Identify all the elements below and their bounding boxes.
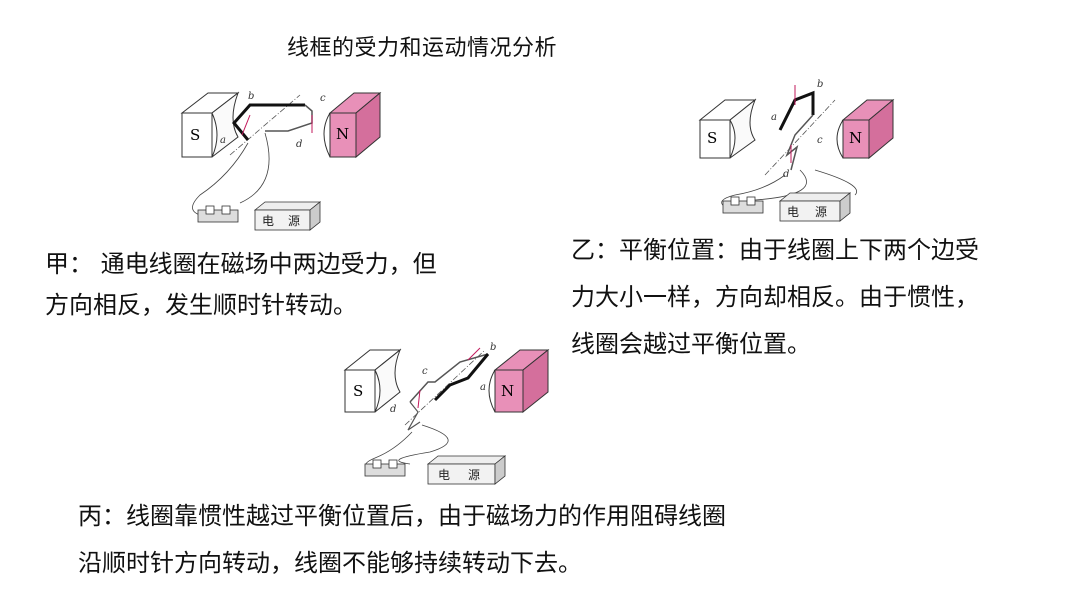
description-yi-line1: 乙：平衡位置：由于线圈上下两个边受 xyxy=(571,236,979,264)
coil xyxy=(232,103,313,141)
power-label-left: 电 xyxy=(438,468,450,482)
description-yi-line3: 线圈会越过平衡位置。 xyxy=(571,330,811,358)
power-label-left: 电 xyxy=(787,205,799,219)
diagram-bing: S N b a c d 电 源 xyxy=(343,342,550,485)
south-magnet: S xyxy=(343,348,402,413)
diagram-jia: S N b a c d 电 源 xyxy=(180,91,382,231)
south-magnet: S xyxy=(698,98,757,159)
description-yi: 乙：平衡位置：由于线圈上下两个边受 力大小一样，方向却相反。由于惯性， 线圈会越… xyxy=(571,230,979,365)
wire-label-a: a xyxy=(771,112,777,123)
rotation-axis xyxy=(229,94,301,156)
rotation-axis xyxy=(404,349,486,426)
north-label: N xyxy=(501,382,514,400)
north-label: N xyxy=(849,129,862,147)
wire-label-d: d xyxy=(783,169,789,180)
description-jia: 甲： 通电线圈在磁场中两边受力，但 方向相反，发生顺时针转动。 xyxy=(45,244,437,326)
switch xyxy=(364,459,406,477)
diagram-yi: S N b a c d 电 源 xyxy=(698,79,895,222)
description-bing-line1: 丙：线圈靠惯性越过平衡位置后，由于磁场力的作用阻碍线圈 xyxy=(78,502,726,530)
south-magnet: S xyxy=(180,91,240,158)
wire-label-c: c xyxy=(817,135,823,146)
wire-label-a: a xyxy=(220,135,226,146)
description-yi-line2: 力大小一样，方向却相反。由于惯性， xyxy=(571,283,979,311)
description-bing: 丙：线圈靠惯性越过平衡位置后，由于磁场力的作用阻碍线圈 沿顺时针方向转动，线圈不… xyxy=(78,496,726,584)
switch xyxy=(197,205,239,223)
wire-label-b: b xyxy=(817,79,823,90)
wire-label-d: d xyxy=(390,404,396,415)
power-label-left: 电 xyxy=(262,214,274,228)
slide-title: 线框的受力和运动情况分析 xyxy=(287,36,558,61)
north-magnet: N xyxy=(323,91,382,159)
power-label-right: 源 xyxy=(288,214,300,228)
switch xyxy=(722,196,764,214)
wire-label-a: a xyxy=(480,382,486,393)
north-label: N xyxy=(336,125,349,143)
north-magnet: N xyxy=(836,98,895,160)
power-supply: 电 源 xyxy=(253,201,322,231)
power-label-right: 源 xyxy=(468,468,480,482)
wire-label-d: d xyxy=(296,139,302,150)
south-label: S xyxy=(707,129,717,147)
power-supply: 电 源 xyxy=(778,192,852,222)
coil xyxy=(407,347,490,431)
rotation-axis xyxy=(764,99,836,176)
description-jia-line2: 方向相反，发生顺时针转动。 xyxy=(45,291,357,319)
wire-label-b: b xyxy=(248,91,254,102)
power-label-right: 源 xyxy=(815,205,827,219)
coil xyxy=(778,85,815,171)
wire-label-c: c xyxy=(320,93,326,104)
north-magnet: N xyxy=(488,348,550,414)
description-jia-line1: 甲： 通电线圈在磁场中两边受力，但 xyxy=(45,250,437,278)
wire-label-b: b xyxy=(490,342,496,353)
wire-label-c: c xyxy=(422,366,428,377)
south-label: S xyxy=(190,126,200,144)
description-bing-line2: 沿顺时针方向转动，线圈不能够持续转动下去。 xyxy=(78,549,582,577)
south-label: S xyxy=(353,382,363,400)
power-supply: 电 源 xyxy=(426,455,507,485)
